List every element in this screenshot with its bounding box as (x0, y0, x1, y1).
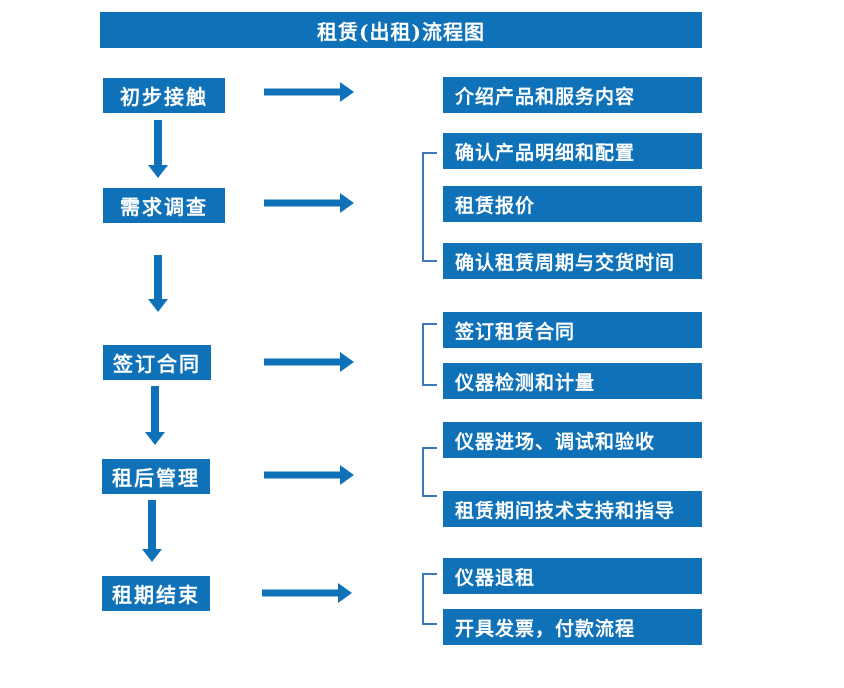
stage-initial-contact: 初步接触 (103, 78, 225, 113)
arrow-head (340, 193, 354, 213)
group-bracket-demand-survey (422, 152, 437, 262)
arrow-head (340, 465, 354, 485)
arrow-shaft (148, 500, 156, 550)
flowchart-title: 租赁(出租)流程图 (100, 12, 702, 48)
right-arrow-4 (264, 464, 354, 486)
detail-box-confirm-period-delivery: 确认租赁周期与交货时间 (443, 243, 702, 279)
stage-post-rental-management: 租后管理 (102, 459, 210, 494)
detail-box-introduce-products: 介绍产品和服务内容 (443, 77, 702, 113)
detail-box-confirm-product-config: 确认产品明细和配置 (443, 133, 702, 169)
arrow-head (340, 82, 354, 102)
arrow-shaft (264, 358, 341, 366)
down-arrow-4 (141, 500, 163, 562)
arrow-shaft (264, 471, 341, 479)
detail-box-instrument-return: 仪器退租 (443, 558, 702, 594)
stage-demand-survey: 需求调查 (103, 188, 225, 223)
arrow-shaft (262, 589, 339, 597)
right-arrow-3 (264, 351, 354, 373)
group-bracket-sign-contract (422, 323, 437, 386)
arrow-head (145, 432, 165, 445)
right-arrow-1 (264, 81, 354, 103)
arrow-head (142, 549, 162, 562)
down-arrow-2 (147, 255, 169, 312)
arrow-head (148, 165, 168, 178)
detail-box-instrument-test-metering: 仪器检测和计量 (443, 363, 702, 399)
stage-rental-end: 租期结束 (102, 576, 210, 611)
down-arrow-1 (147, 120, 169, 178)
arrow-shaft (154, 255, 162, 300)
right-arrow-5 (262, 582, 352, 604)
detail-box-invoice-payment: 开具发票，付款流程 (443, 609, 702, 645)
group-bracket-post-rental (422, 447, 437, 497)
arrow-head (340, 352, 354, 372)
group-bracket-rental-end (422, 573, 437, 625)
detail-box-tech-support: 租赁期间技术支持和指导 (443, 491, 702, 527)
arrow-shaft (154, 120, 162, 166)
arrow-head (338, 583, 352, 603)
arrow-shaft (151, 386, 159, 433)
detail-box-instrument-setup-acceptance: 仪器进场、调试和验收 (443, 422, 702, 458)
stage-sign-contract: 签订合同 (103, 345, 211, 380)
right-arrow-2 (264, 192, 354, 214)
down-arrow-3 (144, 386, 166, 445)
arrow-shaft (264, 199, 341, 207)
arrow-head (148, 299, 168, 312)
arrow-shaft (264, 88, 341, 96)
detail-box-sign-rental-contract: 签订租赁合同 (443, 312, 702, 348)
detail-box-rental-quote: 租赁报价 (443, 186, 702, 222)
